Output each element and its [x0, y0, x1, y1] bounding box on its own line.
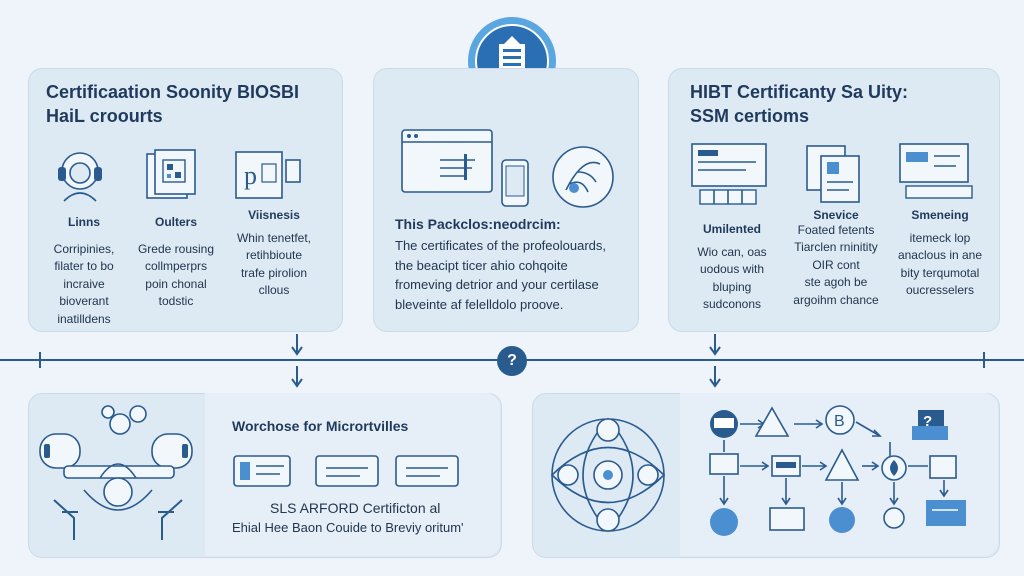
column-text: inatilldens: [57, 311, 111, 326]
panel-title-right-line2: SSM certioms: [690, 106, 810, 127]
column-text: OIR cont: [812, 257, 860, 272]
timeline-help-marker[interactable]: ?: [497, 346, 527, 376]
column-text: itemeck lop: [909, 231, 971, 245]
column-text: uodous with: [699, 262, 765, 277]
packclos-description: The certificates of the profeolouards, t…: [395, 236, 630, 314]
description-line: bleveinte af felelldolo proove.: [395, 296, 564, 312]
column-text: retihbioute: [245, 248, 303, 263]
qr-document-icon: [146, 149, 196, 199]
panel-title-left: Certificaation Soonity BIOSBI HaiL croou…: [46, 80, 299, 129]
column-text: trafe pirolion: [240, 265, 308, 280]
column-label: Viisnesis: [248, 208, 300, 222]
network-globe-icon: [550, 417, 666, 533]
id-card-icon: [899, 143, 973, 199]
column-linns: Linns Corripinies, filater to bo incraiv…: [38, 215, 130, 328]
panel-title-left-line2: HaiL croourts: [46, 106, 163, 127]
svg-text:B: B: [834, 413, 845, 430]
column-snevice: Snevice Foated fetents Tiarclen rninitit…: [784, 208, 888, 309]
column-text: collmperprs: [144, 259, 207, 274]
microservices-line2: Ehial Hee Baon Couide to Breviy oritum': [232, 520, 464, 535]
column-text: Grede rousing: [137, 242, 215, 256]
column-label: Snevice: [813, 208, 859, 222]
panel-title-right: HIBT Certificanty Sa Uity: SSM certioms: [690, 80, 908, 129]
column-text: incraive: [63, 276, 105, 291]
panel-title-right-line1: HIBT Certificanty Sa Uity:: [690, 82, 909, 102]
process-flow-diagram: B ?: [709, 405, 966, 536]
mobile-phone-icon: [501, 159, 529, 207]
column-text: Whin tenetfet,: [236, 231, 312, 245]
column-text: sudconons: [702, 297, 762, 312]
column-label: Smeneing: [911, 208, 969, 222]
profile-card-icon: p: [235, 151, 301, 199]
browser-window-icon: [401, 129, 493, 193]
person-headset-icon: [58, 152, 102, 202]
column-text: bluping: [712, 279, 752, 294]
stacked-documents-icon: [806, 145, 860, 203]
column-text: todstic: [158, 294, 194, 309]
column-text: cllous: [258, 283, 290, 298]
column-text: bioverant: [59, 294, 109, 309]
column-text: Wio can, oas: [697, 245, 767, 259]
column-text: anaclous in ane: [897, 248, 983, 263]
description-line: fromeving detrior and your certilase: [395, 277, 599, 292]
microservices-heading: Worchose for Micrortvilles: [232, 418, 409, 434]
column-smeneing: Smeneing itemeck lop anaclous in ane bit…: [888, 208, 992, 300]
column-label: Oulters: [154, 215, 197, 229]
description-line: The certificates of the profeolouards,: [395, 238, 607, 253]
description-line: the beacipt ticer ahio cohqoite: [395, 257, 568, 273]
leaf-seal-icon: [552, 146, 614, 208]
column-text: ste agoh be: [804, 275, 868, 290]
column-text: poin chonal: [145, 276, 207, 291]
microservices-line1: SLS ARFORD Certificton al: [270, 500, 441, 516]
column-oulters: Oulters Grede rousing collmperprs poin c…: [130, 215, 222, 311]
help-marker-label: ?: [507, 352, 517, 369]
form-screen-icon: [691, 143, 767, 205]
panel-title-left-line1: Certificaation Soonity BIOSBI: [46, 82, 300, 102]
column-text: filater to bo: [54, 259, 114, 274]
credential-cards-icon: [233, 455, 459, 487]
column-text: Corripinies,: [53, 242, 115, 256]
column-text: oucresselers: [905, 283, 975, 298]
column-label: Umilented: [702, 222, 761, 236]
column-sublabel: Foated fetents: [797, 223, 875, 237]
svg-text:p: p: [244, 161, 257, 190]
column-umilented: Umilented Wio can, oas uodous with blupi…: [680, 222, 784, 314]
connected-people-icon: [39, 405, 193, 540]
panel-certification-society: [28, 68, 343, 332]
column-label: Linns: [68, 215, 100, 229]
column-text: bity terqumotal: [900, 265, 980, 280]
column-viisnesis: Viisnesis Whin tenetfet, retihbioute tra…: [224, 208, 324, 300]
column-text: argoihm chance: [793, 292, 879, 307]
column-text: Tiarclen rninitity: [794, 240, 878, 255]
packclos-heading: This Packclos:neodrcim:: [395, 216, 561, 232]
flow-help-badge: ?: [923, 413, 932, 430]
